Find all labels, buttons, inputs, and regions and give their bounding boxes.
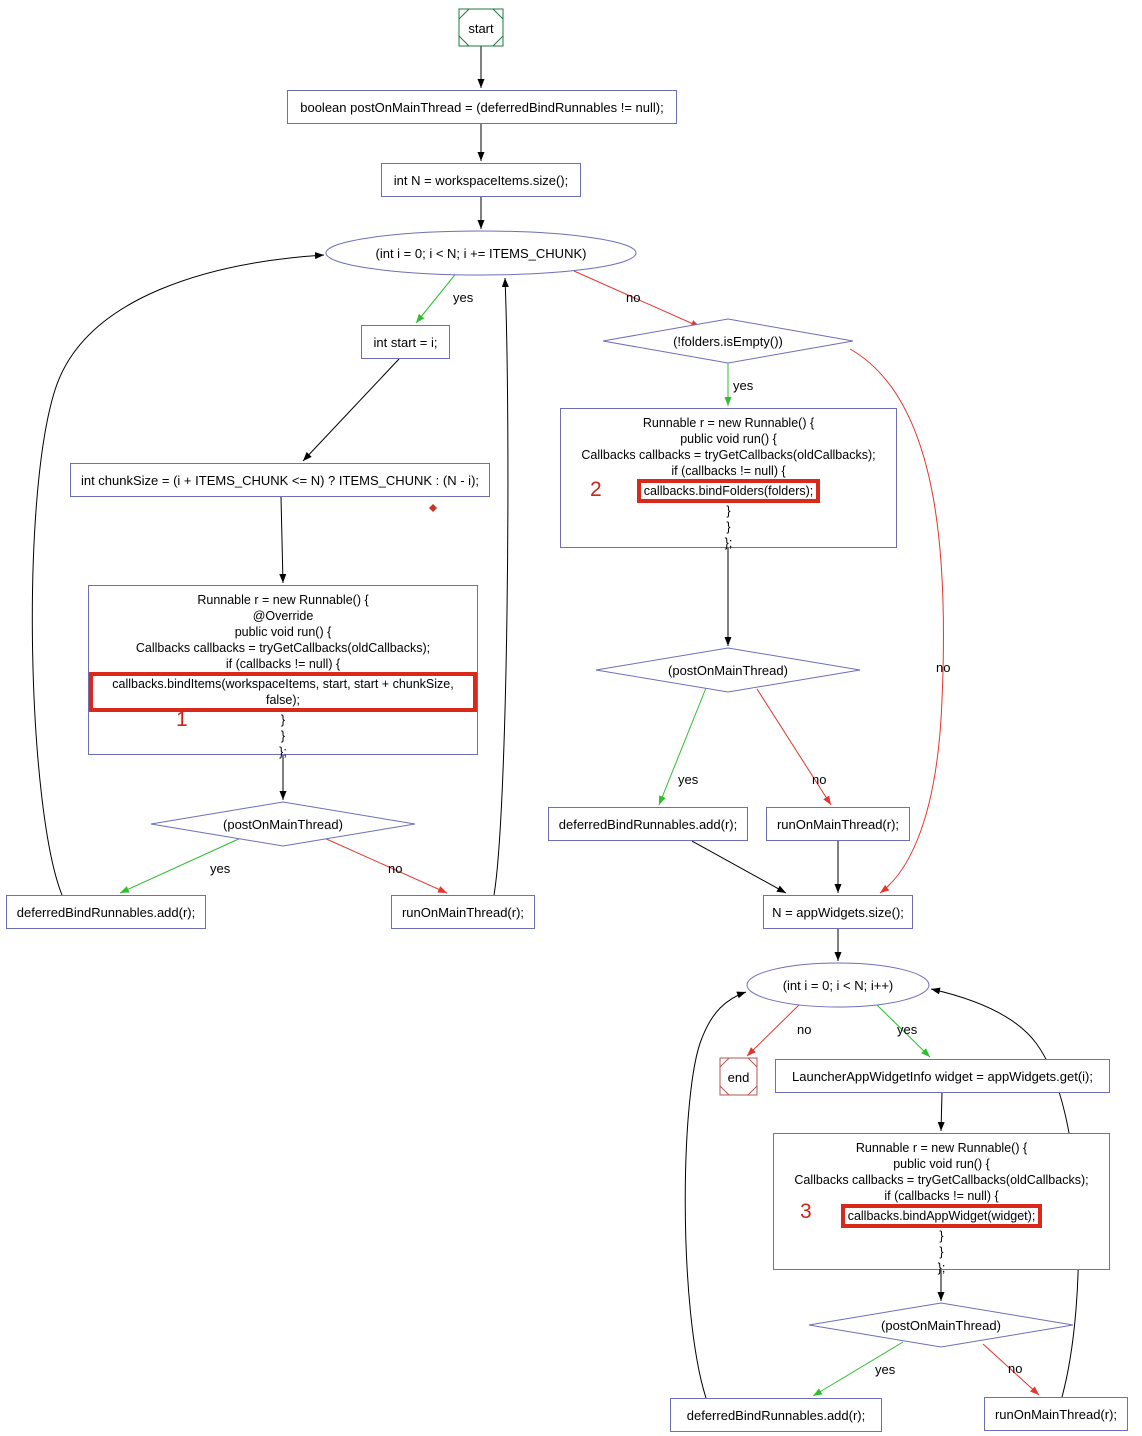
code-line: }; [279, 745, 287, 759]
edge-label-loopitems-no: no [626, 290, 641, 305]
node-deferred-add-2: deferredBindRunnables.add(r); [548, 807, 748, 841]
code-line: } [726, 504, 731, 518]
loop-items-ellipse [325, 230, 637, 276]
code-line: Callbacks callbacks = tryGetCallbacks(ol… [794, 1173, 1089, 1187]
folders-check-diamond [602, 318, 854, 364]
post-check-1-label: (postOnMainThread) [223, 816, 343, 832]
node-deferred-add-3: deferredBindRunnables.add(r); [670, 1398, 882, 1432]
edge-postcheck2-no [756, 688, 832, 806]
code-line: public void run() { [234, 625, 332, 639]
edge-deferred1-back-to-loopitems [31, 252, 325, 896]
edge-getwidget-to-bindwidget [937, 1092, 945, 1132]
highlight-row: callbacks.bindAppWidget(widget); [774, 1204, 1109, 1228]
edge-label-loopwidgets-yes: yes [897, 1022, 918, 1037]
post-check-2-label: (postOnMainThread) [668, 662, 788, 678]
edge-starti-to-chunksize [302, 358, 400, 462]
edge-label-postcheck2-no: no [812, 772, 827, 787]
code-line: Runnable r = new Runnable() { [642, 416, 815, 430]
bindappwidget-highlight-box: callbacks.bindAppWidget(widget); [840, 1204, 1043, 1228]
start-node-label: start [468, 20, 494, 36]
code-line: Runnable r = new Runnable() { [855, 1141, 1028, 1155]
node-int-start-i: int start = i; [361, 325, 450, 359]
highlight-row: callbacks.bindFolders(folders); [561, 479, 896, 503]
code-line: } [280, 713, 286, 727]
edge-loopitems-yes [415, 270, 459, 324]
step-number-2: 2 [590, 478, 602, 501]
edge-label-postcheck1-no: no [388, 861, 403, 876]
edge-postcheck1-no [321, 836, 448, 894]
edge-postcheck3-yes [812, 1341, 904, 1397]
node-init-postonmainthread: boolean postOnMainThread = (deferredBind… [287, 90, 677, 124]
step-number-1: 1 [176, 708, 188, 731]
node-runonmainthread-3: runOnMainThread(r); [984, 1397, 1128, 1431]
end-node-shape [719, 1057, 758, 1096]
node-runonmainthread-1: runOnMainThread(r); [391, 895, 535, 929]
step-number-3: 3 [800, 1200, 812, 1223]
red-dot-marker [429, 504, 437, 512]
node-runnable-binditems: Runnable r = new Runnable() { @Override … [88, 585, 478, 759]
edge-postcheck2-yes [658, 687, 707, 806]
code-line: Callbacks callbacks = tryGetCallbacks(ol… [581, 448, 876, 462]
code-line: }; [724, 536, 733, 550]
code-line: @Override [252, 609, 314, 623]
code-line: } [726, 520, 731, 534]
folders-check-label: (!folders.isEmpty()) [673, 333, 783, 349]
code-line: } [939, 1229, 944, 1243]
node-runnable-bindappwidget: Runnable r = new Runnable() { public voi… [773, 1133, 1110, 1275]
code-line: if (callbacks != null) { [671, 464, 786, 478]
code-line: public void run() { [680, 432, 777, 446]
loop-widgets-ellipse [746, 962, 930, 1008]
node-runonmainthread-2: runOnMainThread(r); [766, 807, 910, 841]
node-deferred-add-1: deferredBindRunnables.add(r); [6, 895, 206, 929]
highlight-row: callbacks.bindItems(workspaceItems, star… [89, 672, 477, 712]
edge-label-postcheck1-yes: yes [210, 861, 231, 876]
edge-loopwidgets-no [746, 1002, 802, 1057]
edge-label-loopitems-yes: yes [453, 290, 474, 305]
edge-runmain1-back-to-loopitems [493, 277, 509, 896]
edge-deferred2-to-initwidgets [691, 840, 787, 894]
code-line: public void run() { [893, 1157, 990, 1171]
node-init-n-workspaceitems: int N = workspaceItems.size(); [381, 163, 581, 197]
edge-deferred3-back-to-loopwidgets [684, 991, 747, 1399]
code-line: } [280, 729, 286, 743]
edge-label-postcheck3-yes: yes [875, 1362, 896, 1377]
edge-label-folderscheck-yes: yes [733, 378, 754, 393]
binditems-highlight-box: callbacks.bindItems(workspaceItems, star… [89, 672, 477, 712]
post-check-3-diamond [808, 1302, 1074, 1348]
code-line: }; [937, 1261, 946, 1275]
edge-label-postcheck2-yes: yes [678, 772, 699, 787]
edge-postcheck1-yes [119, 836, 244, 894]
edge-label-postcheck3-no: no [1008, 1361, 1023, 1376]
edge-label-loopwidgets-no: no [797, 1022, 812, 1037]
code-line: if (callbacks != null) { [884, 1189, 999, 1203]
node-chunksize: int chunkSize = (i + ITEMS_CHUNK <= N) ?… [70, 463, 490, 497]
edge-chunksize-to-binditems [279, 496, 287, 584]
edge-label-folderscheck-no: no [936, 660, 951, 675]
end-node-label: end [727, 1069, 750, 1085]
edge-postcheck3-no [982, 1343, 1040, 1396]
post-check-3-label: (postOnMainThread) [881, 1317, 1001, 1333]
node-get-widget: LauncherAppWidgetInfo widget = appWidget… [775, 1059, 1110, 1093]
edge-loopwidgets-yes [875, 1003, 931, 1058]
code-line: } [939, 1245, 944, 1259]
start-node-shape [458, 8, 504, 47]
node-init-n-appwidgets: N = appWidgets.size(); [763, 895, 913, 929]
post-check-2-diamond [595, 647, 861, 693]
code-line: Runnable r = new Runnable() { [197, 593, 369, 607]
bindfolders-highlight-box: callbacks.bindFolders(folders); [636, 479, 821, 503]
post-check-1-diamond [150, 801, 416, 847]
code-line: Callbacks callbacks = tryGetCallbacks(ol… [135, 641, 431, 655]
loop-widgets-label: (int i = 0; i < N; i++) [782, 977, 894, 993]
node-runnable-bindfolders: Runnable r = new Runnable() { public voi… [560, 408, 897, 550]
edge-folderscheck-no [849, 348, 945, 894]
loop-items-label: (int i = 0; i < N; i += ITEMS_CHUNK) [375, 245, 587, 261]
code-line: if (callbacks != null) { [225, 657, 341, 671]
edge-loopitems-no [573, 270, 701, 328]
